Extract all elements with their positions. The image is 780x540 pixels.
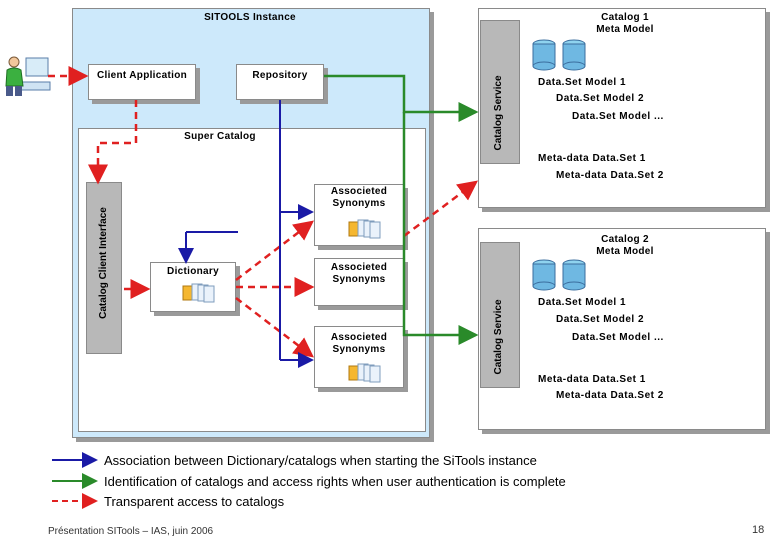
catalog1-dataset-3[interactable]: Data.Set Model ...	[572, 111, 664, 122]
catalog2-metadata-2[interactable]: Meta-data Data.Set 2	[556, 390, 664, 401]
legend-item-green: Identification of catalogs and access ri…	[104, 474, 566, 489]
synonyms-label-3: Associeted Synonyms	[330, 332, 388, 355]
catalog1-metadata-2[interactable]: Meta-data Data.Set 2	[556, 170, 664, 181]
catalog2-box	[478, 228, 766, 430]
blue-arrows	[178, 100, 314, 368]
super-catalog-label: Super Catalog	[184, 131, 256, 142]
catalog1-database-icon	[530, 38, 590, 79]
sitools-instance-title: SITOOLS Instance	[204, 12, 296, 23]
red-dashed-arrows	[48, 66, 478, 358]
synonyms-label-2: Associeted Synonyms	[330, 262, 388, 285]
dictionary-folder-icon	[182, 282, 220, 311]
synonyms-folder-icon-1	[348, 218, 386, 247]
catalog2-dataset-3[interactable]: Data.Set Model ...	[572, 332, 664, 343]
synonyms-folder-icon-3	[348, 362, 386, 391]
catalog1-dataset-1[interactable]: Data.Set Model 1	[538, 77, 627, 88]
catalog1-metadata-1[interactable]: Meta-data Data.Set 1	[538, 153, 646, 164]
catalog2-database-icon	[530, 258, 590, 299]
page-number: 18	[752, 524, 765, 536]
user-computer-icon[interactable]	[2, 52, 52, 103]
catalog2-service-bar[interactable]	[480, 242, 520, 388]
footer-caption: Présentation SITools – IAS, juin 2006	[48, 526, 214, 537]
legend-item-blue: Association between Dictionary/catalogs …	[104, 453, 537, 468]
client-application-box[interactable]	[88, 64, 196, 100]
catalog1-service-bar[interactable]	[480, 20, 520, 164]
catalog2-dataset-2[interactable]: Data.Set Model 2	[556, 314, 645, 325]
catalog1-dataset-2[interactable]: Data.Set Model 2	[556, 93, 645, 104]
legend-item-red: Transparent access to catalogs	[104, 494, 285, 509]
catalog2-title: Catalog 2 Meta Model	[596, 234, 654, 257]
green-arrows	[324, 74, 479, 345]
catalog2-dataset-1[interactable]: Data.Set Model 1	[538, 297, 627, 308]
synonyms-label-1: Associeted Synonyms	[330, 186, 388, 209]
catalog1-title: Catalog 1 Meta Model	[596, 12, 654, 35]
repository-label: Repository	[252, 70, 308, 81]
repository-box[interactable]	[236, 64, 324, 100]
client-application-label: Client Application	[96, 70, 188, 81]
catalog1-box	[478, 8, 766, 208]
dictionary-label: Dictionary	[167, 266, 219, 277]
catalog2-metadata-1[interactable]: Meta-data Data.Set 1	[538, 374, 646, 385]
